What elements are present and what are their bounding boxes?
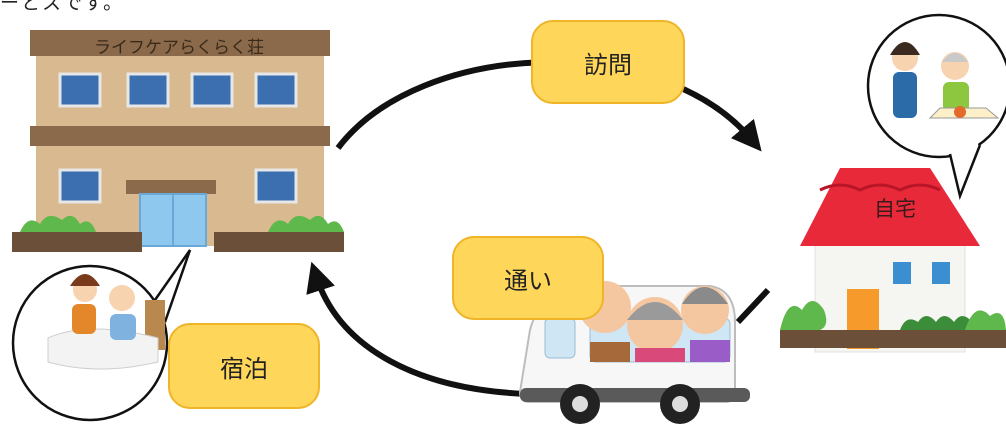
daycare-service-badge: 通い xyxy=(452,236,604,320)
arrow-home-to-van xyxy=(735,287,771,325)
visit-service-label: 訪問 xyxy=(584,50,632,79)
visit-service-badge: 訪問 xyxy=(531,20,685,104)
meal-assistance-illustration xyxy=(890,42,1000,119)
bed-care-bubble xyxy=(11,249,192,422)
arrow-van-to-facility xyxy=(306,261,529,397)
daycare-service-label: 通い xyxy=(504,266,552,295)
house-icon xyxy=(780,168,1006,353)
facility-name: ライフケアらくらく荘 xyxy=(94,38,264,58)
care-facility-building-icon xyxy=(12,30,344,252)
partial-header-text: ーとスです。 xyxy=(0,0,125,14)
meal-assistance-bubble xyxy=(866,13,1006,201)
stay-service-badge: 宿泊 xyxy=(168,323,320,409)
bed-care-illustration xyxy=(47,274,165,370)
stay-service-label: 宿泊 xyxy=(220,354,268,383)
daycare-van-icon xyxy=(518,281,750,424)
home-label: 自宅 xyxy=(874,197,916,221)
